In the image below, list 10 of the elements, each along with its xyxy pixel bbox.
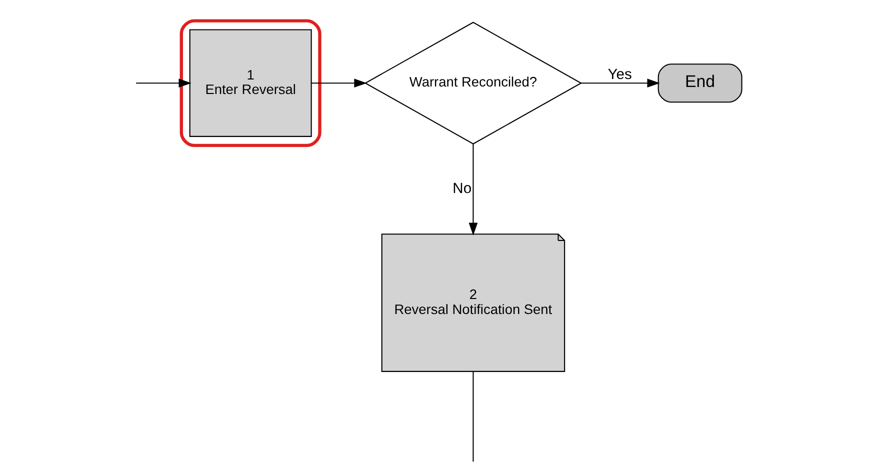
edge-label: No	[452, 180, 472, 197]
arrow	[136, 78, 192, 88]
arrow	[581, 78, 660, 88]
edge-label: Yes	[608, 67, 632, 84]
connector	[472, 372, 474, 462]
arrow	[468, 144, 478, 236]
node-box: End	[658, 64, 742, 103]
node-diamond: Warrant Reconciled?	[364, 22, 582, 144]
node-box: 1 Enter Reversal	[189, 29, 312, 137]
arrow	[311, 78, 367, 88]
